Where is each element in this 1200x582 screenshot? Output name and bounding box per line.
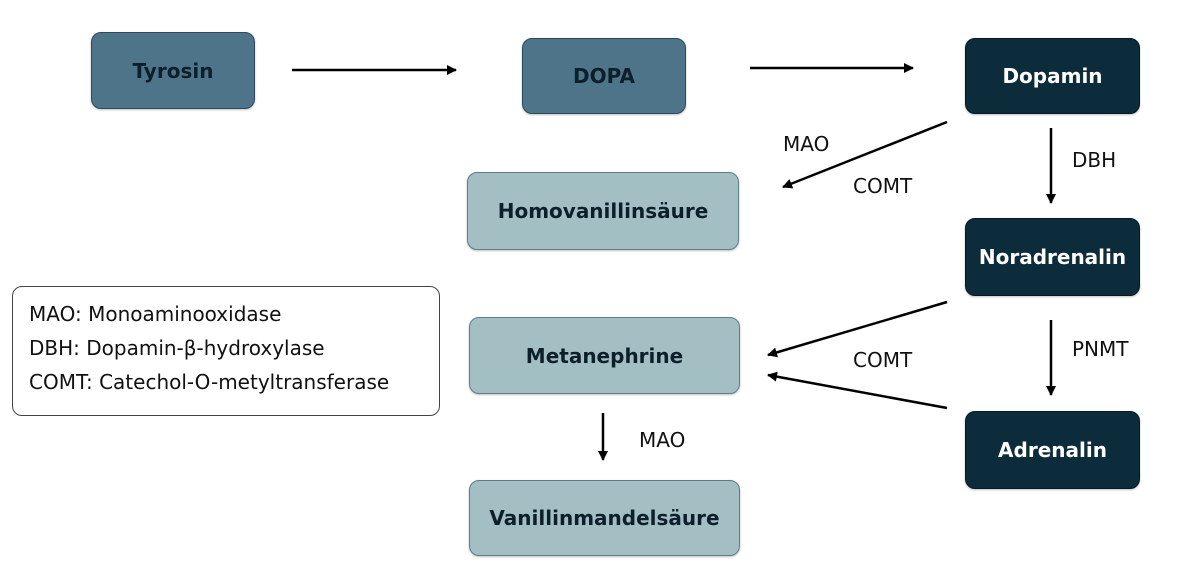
edge-label-comt-mid: COMT bbox=[853, 348, 913, 372]
node-dopamin: Dopamin bbox=[965, 38, 1140, 114]
legend-entry-comt: COMT: Catechol-O-metyltransferase bbox=[29, 370, 390, 394]
arrow-adrenalin-metanephrine bbox=[767, 371, 948, 410]
node-noradrenalin: Noradrenalin bbox=[965, 218, 1140, 296]
node-metanephrine: Metanephrine bbox=[469, 317, 740, 394]
legend-entry-mao: MAO: Monoaminooxidase bbox=[29, 302, 282, 326]
edge-label-dbh: DBH bbox=[1072, 148, 1117, 172]
node-adrenalin: Adrenalin bbox=[965, 411, 1140, 489]
node-vanillinmandelsaeure: Vanillinmandelsäure bbox=[469, 480, 740, 556]
node-homovanillinsaeure: Homovanillinsäure bbox=[467, 172, 739, 250]
edge-label-mao-bottom: MAO bbox=[639, 428, 686, 452]
arrow-noradrenalin-metanephrine bbox=[767, 300, 948, 358]
legend-box: MAO: Monoaminooxidase DBH: Dopamin-β-hyd… bbox=[12, 286, 440, 416]
node-tyrosin: Tyrosin bbox=[91, 32, 255, 109]
legend-entry-dbh: DBH: Dopamin-β-hydroxylase bbox=[29, 336, 325, 360]
node-dopa: DOPA bbox=[522, 38, 686, 114]
edge-label-comt-top: COMT bbox=[853, 174, 913, 198]
arrow-dopamin-homovanillinsaeure bbox=[782, 120, 948, 189]
edge-label-pnmt: PNMT bbox=[1072, 337, 1129, 361]
edge-label-mao-top: MAO bbox=[783, 132, 830, 156]
